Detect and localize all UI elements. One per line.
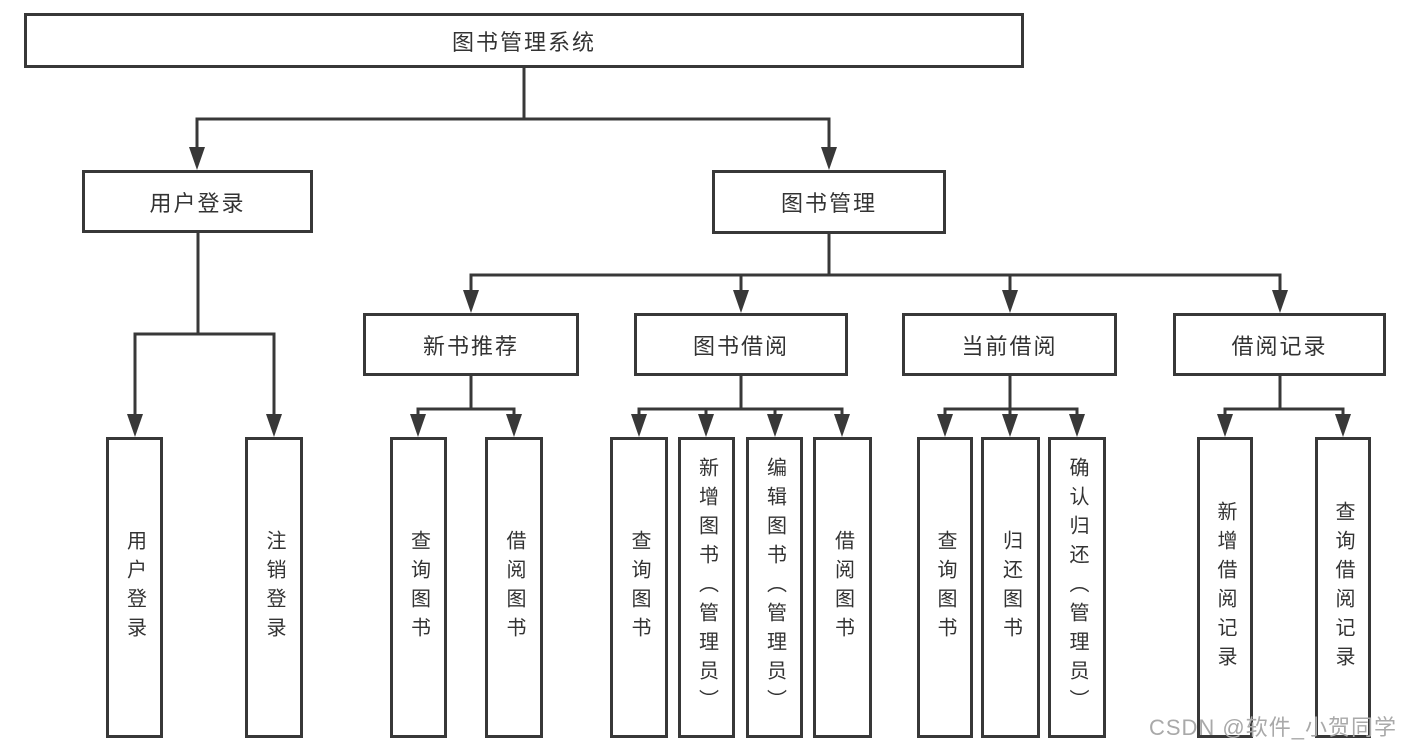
arrowhead <box>767 414 783 437</box>
arrowhead <box>1272 290 1288 313</box>
leaf-label: 借阅图书 <box>503 529 525 646</box>
arrowhead <box>1069 414 1085 437</box>
arrowhead <box>1217 414 1233 437</box>
leaf-query-books-current: 查询图书 <box>917 437 973 738</box>
leaf-user-login: 用户登录 <box>106 437 163 738</box>
arrowhead <box>733 290 749 313</box>
node-new-book-recommend: 新书推荐 <box>363 313 579 376</box>
node-borrow-records: 借阅记录 <box>1173 313 1386 376</box>
leaf-label: 用户登录 <box>123 529 146 646</box>
leaf-label: 新增借阅记录 <box>1214 500 1236 675</box>
arrowhead <box>266 414 282 437</box>
leaf-query-books-borrowing: 查询图书 <box>610 437 668 738</box>
leaf-borrow-books-recommend: 借阅图书 <box>485 437 543 738</box>
leaf-borrow-books-borrowing: 借阅图书 <box>813 437 872 738</box>
arrowhead <box>834 414 850 437</box>
arrowhead <box>127 414 143 437</box>
leaf-query-books-recommend: 查询图书 <box>390 437 447 738</box>
leaf-label: 借阅图书 <box>831 529 854 646</box>
leaf-label: 归还图书 <box>999 529 1022 646</box>
csdn-watermark: CSDN @软件_小贺同学 <box>1148 715 1397 740</box>
arrowhead <box>410 414 426 437</box>
arrowhead <box>1002 414 1018 437</box>
leaf-add-book-admin: 新增图书（管理员） <box>678 437 735 738</box>
leaf-label: 编辑图书（管理员） <box>763 457 786 718</box>
arrowhead <box>1002 290 1018 313</box>
leaf-query-borrow-record: 查询借阅记录 <box>1315 437 1371 738</box>
node-book-management: 图书管理 <box>712 170 946 234</box>
node-book-borrowing: 图书借阅 <box>634 313 848 376</box>
arrowhead <box>189 147 205 170</box>
node-root-library-management-system: 图书管理系统 <box>24 13 1024 68</box>
leaf-label: 确认归还（管理员） <box>1066 457 1088 718</box>
arrowhead <box>631 414 647 437</box>
arrowhead <box>463 290 479 313</box>
leaf-confirm-return-admin: 确认归还（管理员） <box>1048 437 1106 738</box>
arrowhead <box>1335 414 1351 437</box>
arrowhead <box>937 414 953 437</box>
node-user-login: 用户登录 <box>82 170 313 233</box>
leaf-label: 查询图书 <box>934 529 956 646</box>
leaf-label: 查询借阅记录 <box>1332 500 1354 675</box>
leaf-label: 注销登录 <box>263 529 285 646</box>
leaf-label: 查询图书 <box>628 529 650 646</box>
leaf-edit-book-admin: 编辑图书（管理员） <box>746 437 803 738</box>
leaf-label: 新增图书（管理员） <box>695 457 718 718</box>
leaf-return-book: 归还图书 <box>981 437 1040 738</box>
leaf-logout: 注销登录 <box>245 437 303 738</box>
arrowhead <box>698 414 714 437</box>
node-current-borrowing: 当前借阅 <box>902 313 1117 376</box>
arrowhead <box>821 147 837 170</box>
leaf-label: 查询图书 <box>407 529 430 646</box>
arrowhead <box>506 414 522 437</box>
leaf-add-borrow-record: 新增借阅记录 <box>1197 437 1253 738</box>
tree-edges <box>133 68 1345 416</box>
